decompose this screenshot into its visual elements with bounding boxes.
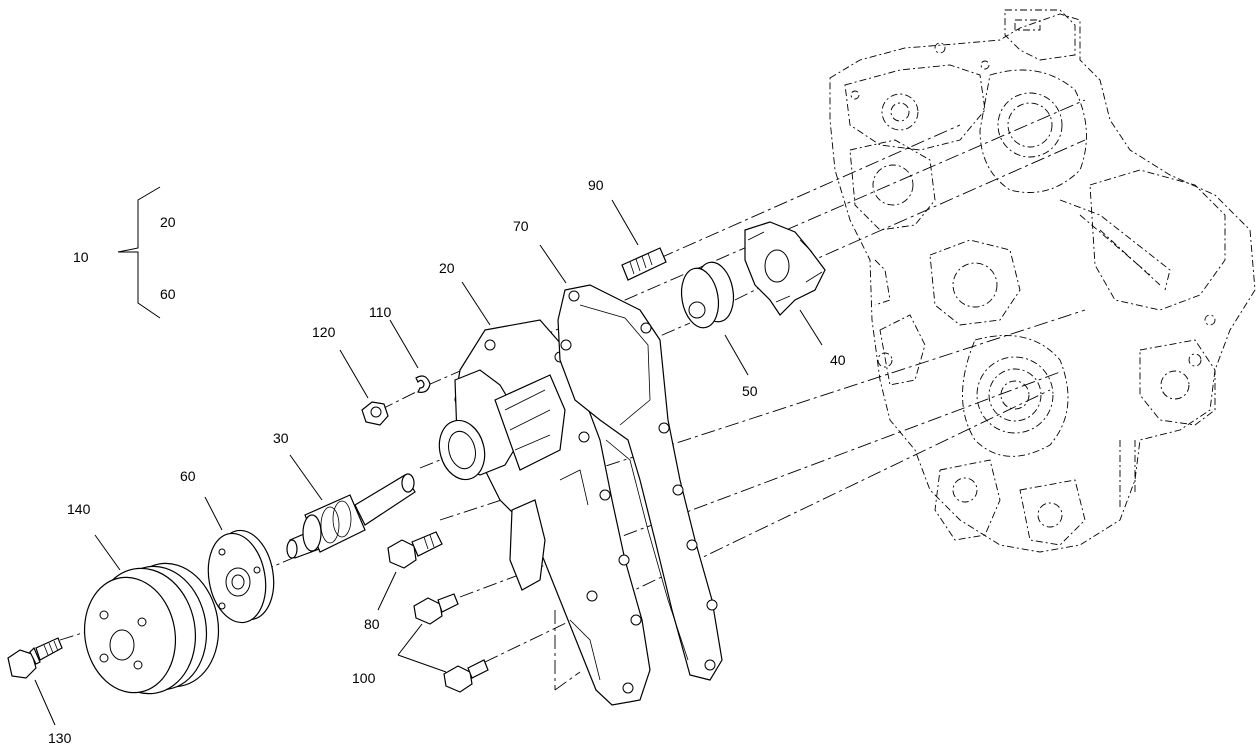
impeller-40 [744, 221, 826, 316]
stud-90 [621, 247, 667, 281]
engine-block-outline [829, 9, 1256, 553]
label-40: 40 [830, 352, 846, 368]
label-assembly-includes-20: 20 [160, 214, 176, 230]
label-70: 70 [513, 218, 529, 234]
label-80: 80 [364, 616, 380, 632]
flange-60 [207, 529, 275, 624]
label-120: 120 [312, 324, 336, 340]
label-130: 130 [48, 730, 72, 746]
label-110: 110 [369, 304, 392, 320]
nut-120 [361, 401, 389, 426]
leader-lines [34, 186, 823, 726]
seal-50 [680, 261, 735, 329]
label-140: 140 [67, 501, 91, 517]
label-assembly-includes-60: 60 [160, 286, 176, 302]
label-30: 30 [273, 430, 289, 446]
label-assembly-10: 10 [73, 249, 89, 265]
pump-cover-20 [438, 319, 651, 706]
label-100: 100 [352, 670, 376, 686]
pulley-140 [83, 562, 220, 695]
bolts-100 [413, 593, 489, 693]
label-50: 50 [742, 383, 758, 399]
gasket-70 [557, 284, 723, 681]
shaft-30 [286, 473, 416, 559]
washer-110 [415, 375, 431, 393]
label-90: 90 [588, 177, 604, 193]
label-20: 20 [439, 260, 455, 276]
bolt-80 [387, 531, 443, 569]
label-60: 60 [180, 468, 196, 484]
bolt-130 [7, 637, 63, 679]
